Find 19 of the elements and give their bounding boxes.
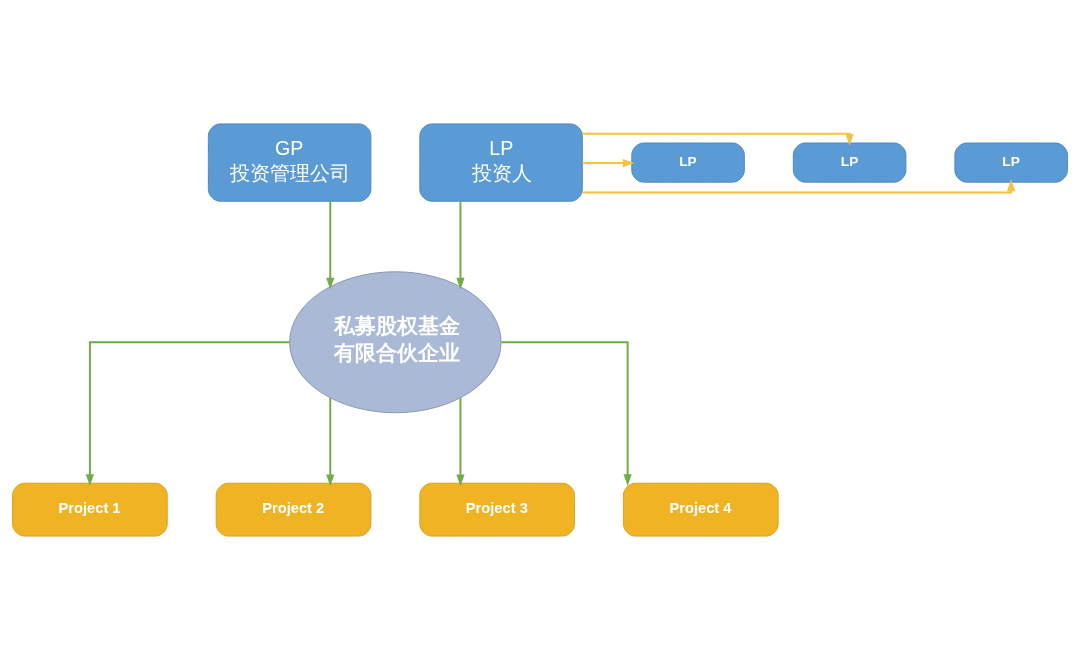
arrow — [581, 158, 635, 167]
arrow — [326, 396, 335, 486]
node-box: LP — [792, 142, 907, 183]
node-ellipse: 私募股权基金有限合伙企业 — [289, 270, 502, 413]
node-box: Project 3 — [419, 482, 575, 537]
node-box: LP 投资人 — [419, 122, 583, 202]
arrow — [85, 340, 291, 486]
node-box: Project 1 — [12, 482, 168, 537]
arrow — [456, 396, 465, 486]
node-box: GP 投资管理公司 — [207, 122, 372, 202]
arrow — [581, 132, 854, 146]
arrow — [581, 178, 1016, 193]
node-box: LP — [954, 142, 1068, 183]
arrow — [500, 340, 632, 486]
node-box: Project 4 — [622, 482, 779, 537]
node-box: Project 2 — [215, 482, 372, 537]
arrow — [326, 200, 335, 290]
node-box: LP — [631, 142, 745, 183]
arrow — [456, 200, 465, 290]
